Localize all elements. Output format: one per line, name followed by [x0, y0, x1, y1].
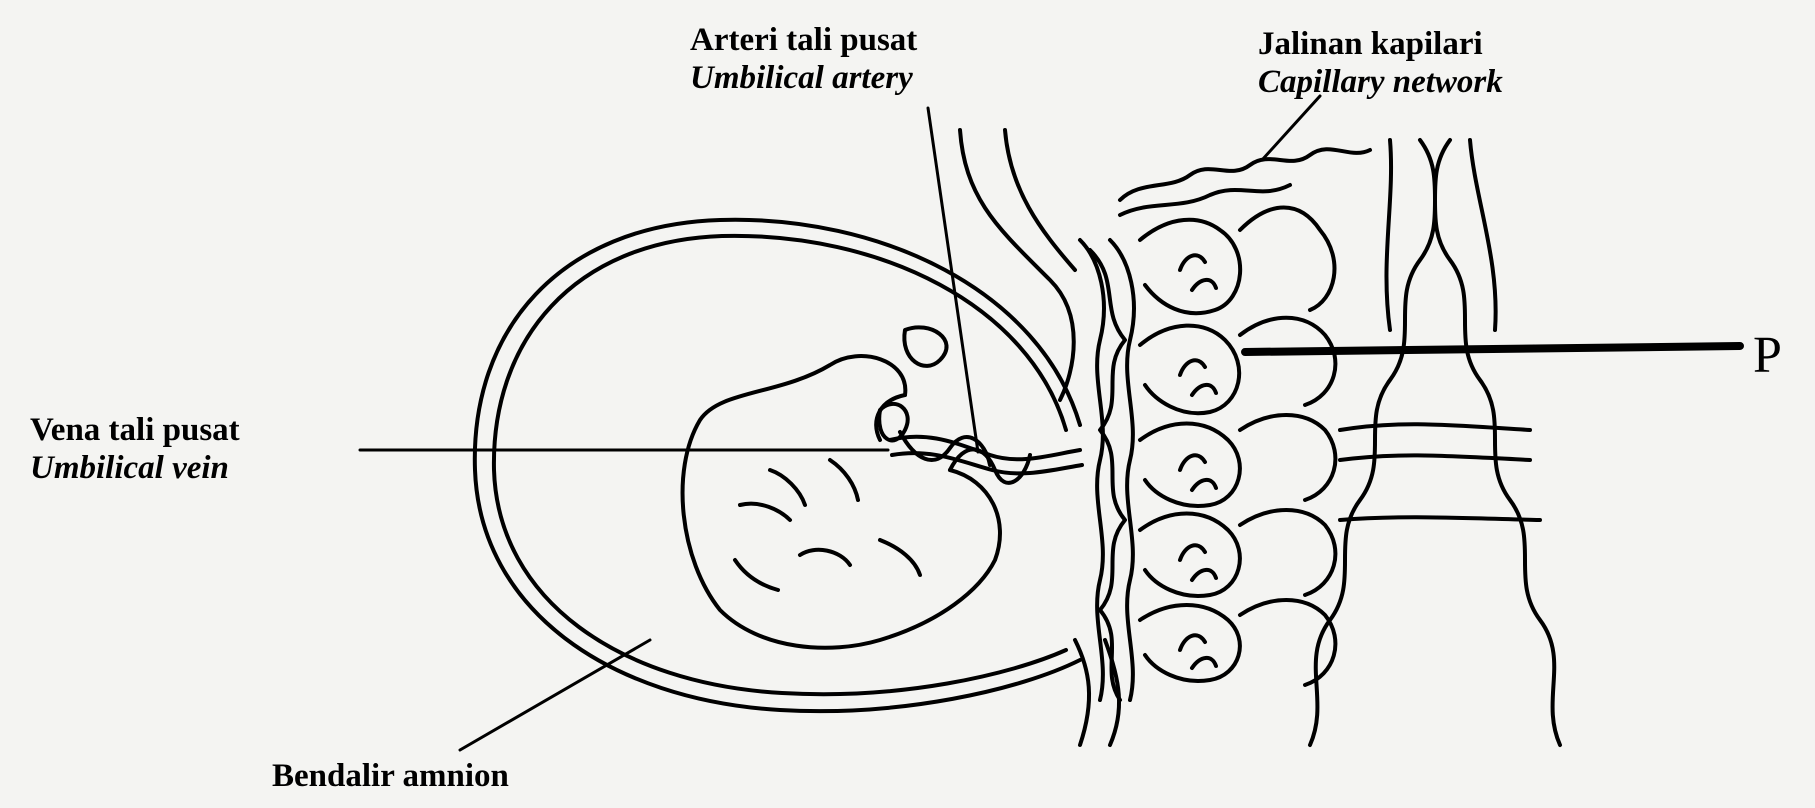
leader-umbilical-artery [928, 108, 978, 452]
leader-p [1245, 346, 1740, 352]
embryo [683, 327, 1000, 647]
label-umbilical-artery: Arteri tali pusat Umbilical artery [690, 22, 917, 98]
placental-villi [1080, 149, 1370, 700]
label-umbilical-artery-english: Umbilical artery [690, 60, 917, 98]
leader-amniotic-fluid [460, 640, 650, 750]
label-umbilical-vein-malay: Vena tali pusat [30, 412, 240, 450]
label-structure-p: P [1753, 326, 1782, 386]
label-umbilical-vein: Vena tali pusat Umbilical vein [30, 412, 240, 488]
label-umbilical-artery-malay: Arteri tali pusat [690, 22, 917, 60]
label-capillary-network: Jalinan kapilari Capillary network [1258, 26, 1503, 102]
label-capillary-network-malay: Jalinan kapilari [1258, 26, 1503, 64]
label-amniotic-fluid: Bendalir amnion [272, 758, 509, 796]
chorion-wall [960, 130, 1119, 745]
umbilical-cord [879, 404, 1082, 483]
maternal-vessels [1310, 140, 1560, 745]
label-capillary-network-english: Capillary network [1258, 64, 1503, 102]
label-amniotic-fluid-malay: Bendalir amnion [272, 758, 509, 796]
leader-capillary-network [1262, 96, 1320, 160]
label-umbilical-vein-english: Umbilical vein [30, 450, 240, 488]
